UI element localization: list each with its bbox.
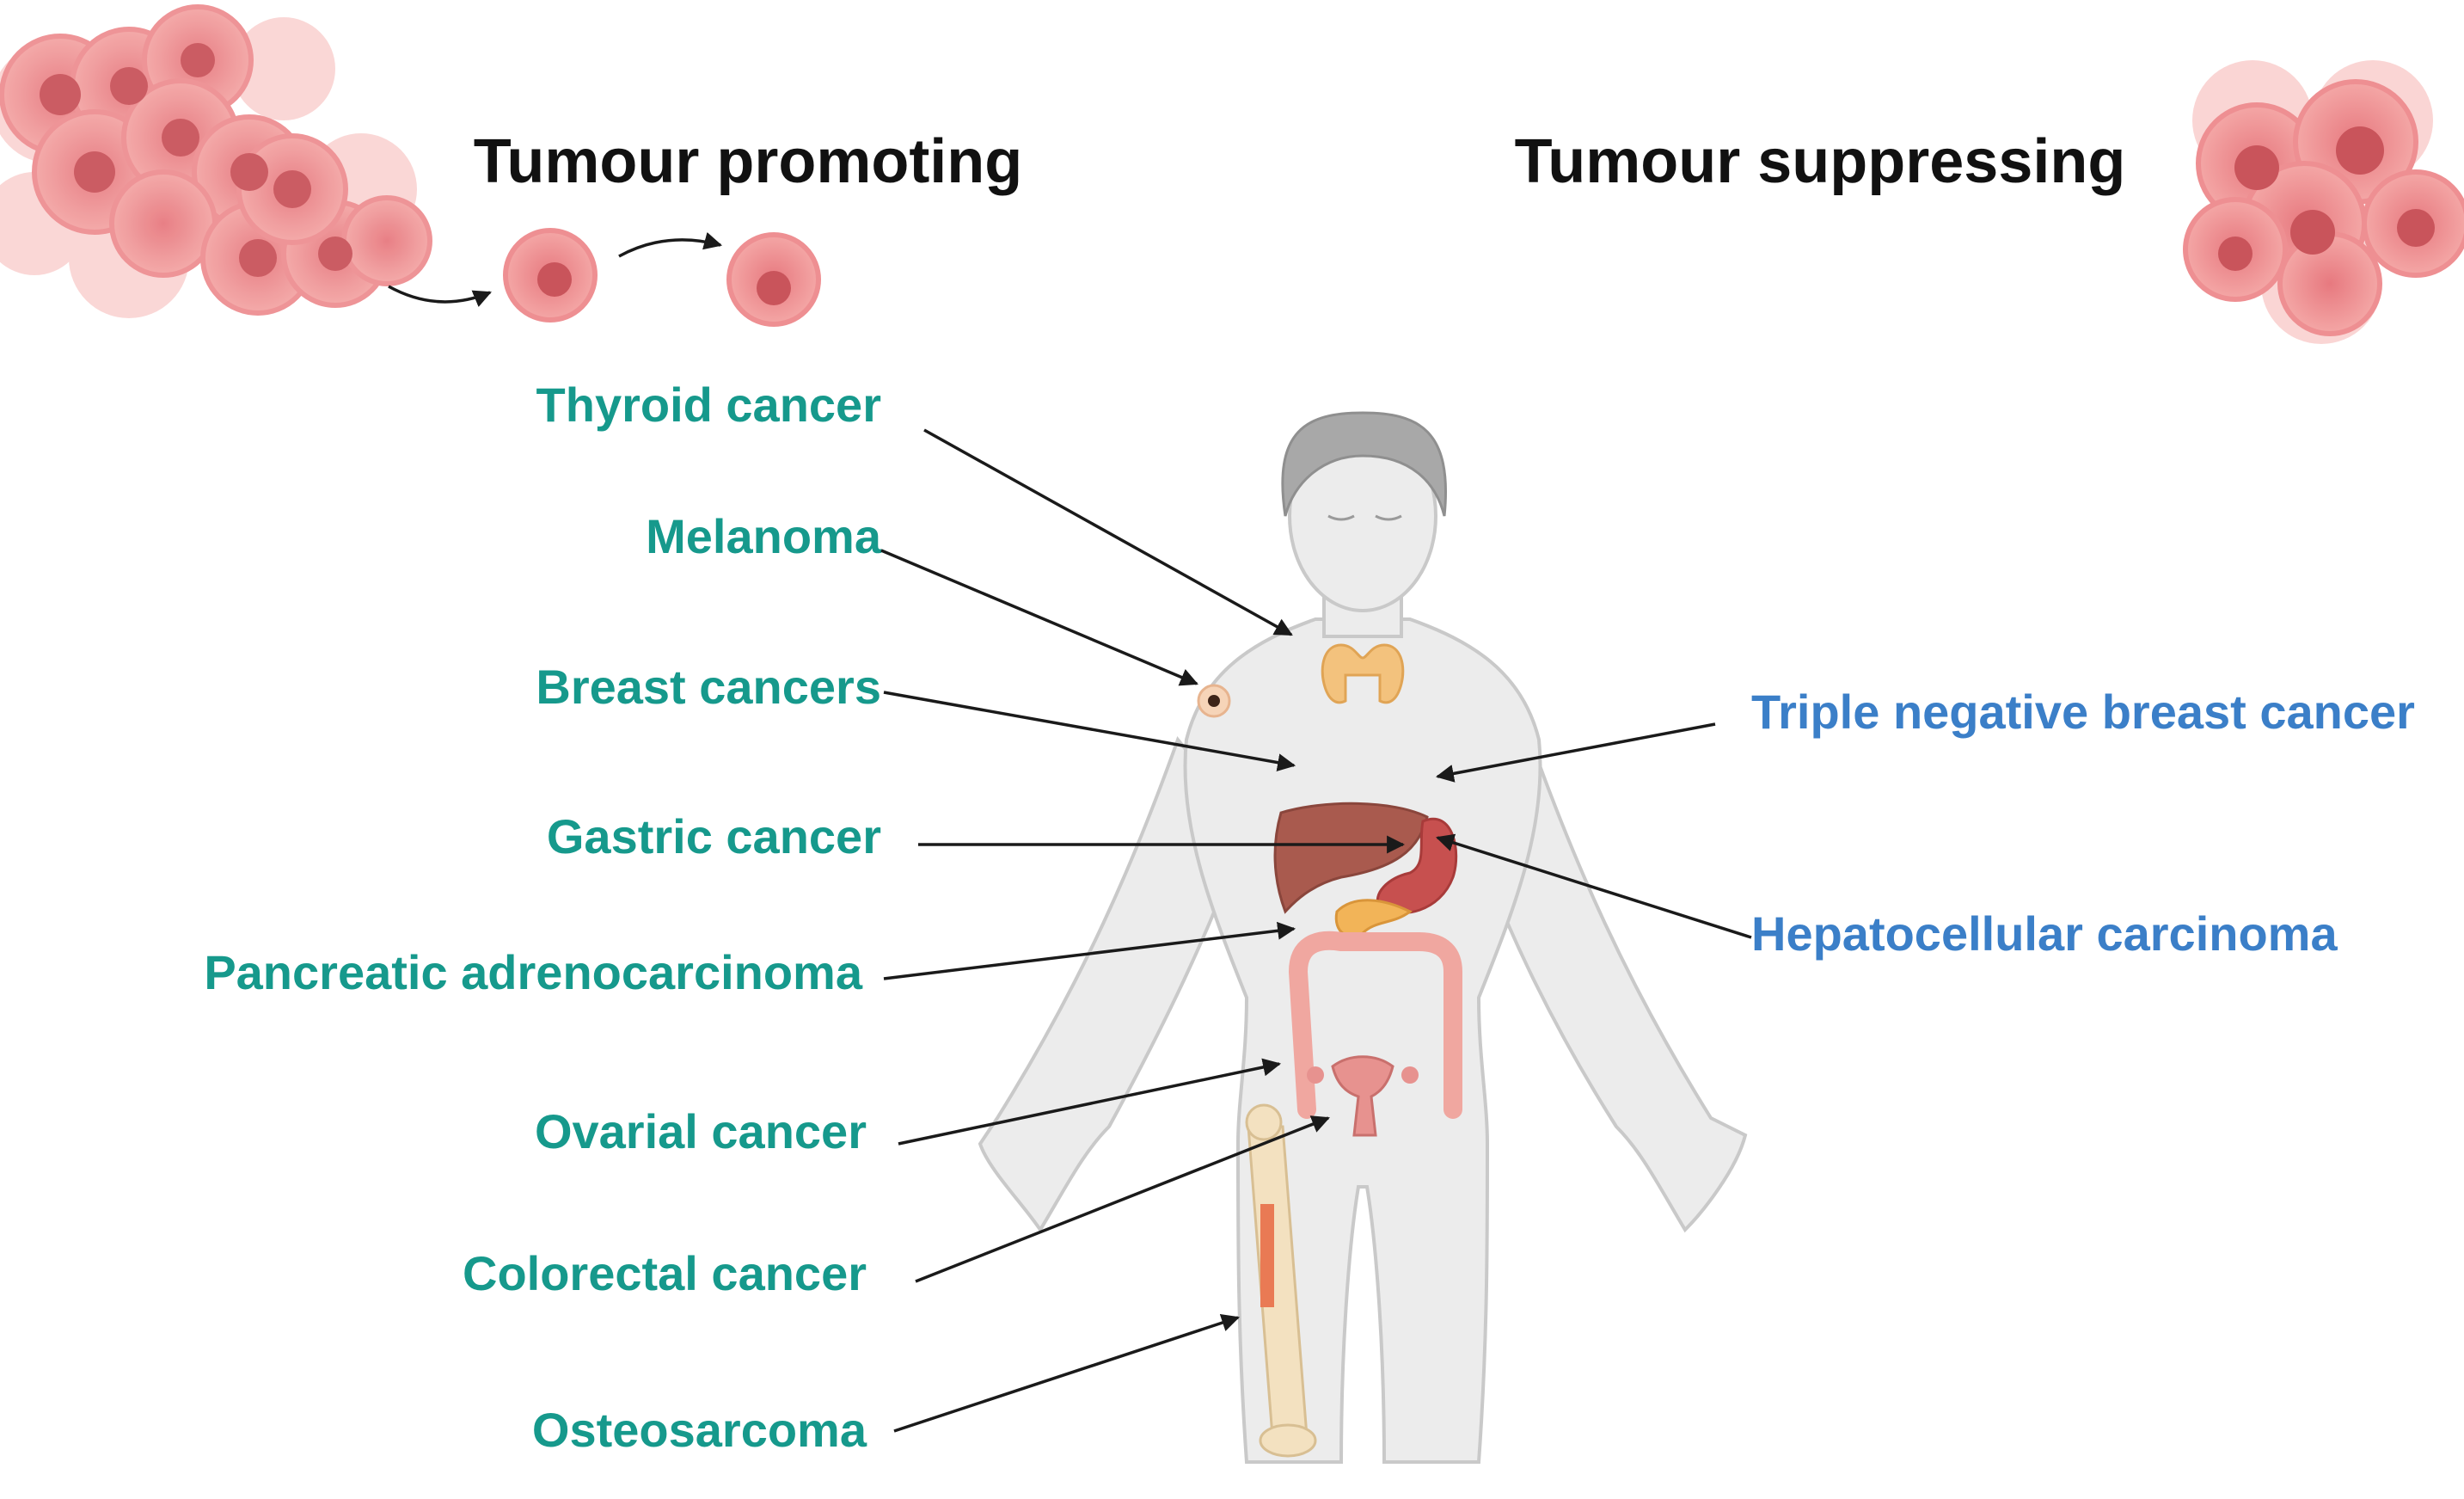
arrow-thyroid (923, 428, 1293, 636)
colon-icon (1288, 931, 1462, 1119)
label-thyroid-cancer: Thyroid cancer (536, 378, 881, 432)
migration-arrow-1 (388, 285, 492, 307)
arrow-ovarial (898, 1058, 1282, 1146)
label-hepatocellular-carcinoma: Hepatocellular carcinoma (1751, 906, 2338, 961)
thyroid-icon (1321, 643, 1405, 704)
arrow-pancreatic (883, 921, 1296, 980)
tumour-cell-cluster-icon (0, 4, 432, 318)
label-osteosarcoma: Osteosarcoma (532, 1403, 867, 1457)
melanoma-spot-icon (1197, 684, 1231, 718)
label-triple-negative-breast-cancer: Triple negative breast cancer (1751, 685, 2415, 739)
arrow-melanoma (880, 549, 1198, 686)
arrow-triple-negative (1435, 722, 1716, 783)
label-ovarial-cancer: Ovarial cancer (535, 1104, 867, 1158)
heading-tumour-suppressing: Tumour suppressing (1515, 127, 2126, 196)
arrow-colorectal (915, 1115, 1330, 1283)
heading-tumour-promoting: Tumour promoting (474, 127, 1023, 196)
migrating-cell-icon (503, 228, 821, 327)
label-pancreatic-adrenocarcinoma: Pancreatic adrenocarcinoma (204, 945, 863, 999)
label-gastric-cancer: Gastric cancer (547, 809, 881, 863)
migration-arrow-2 (618, 231, 723, 258)
label-colorectal-cancer: Colorectal cancer (463, 1246, 867, 1300)
femur-bone-icon (1245, 1103, 1317, 1458)
uterus-icon (1307, 1055, 1419, 1137)
arrow-breast (883, 691, 1296, 772)
liver-icon (1273, 802, 1429, 914)
tumour-cell-cluster-icon (2183, 60, 2464, 344)
label-melanoma: Melanoma (646, 509, 882, 563)
arrow-osteosarcoma (893, 1313, 1240, 1433)
label-breast-cancers: Breast cancers (536, 660, 881, 714)
arrow-hepatocellular (1435, 833, 1752, 939)
